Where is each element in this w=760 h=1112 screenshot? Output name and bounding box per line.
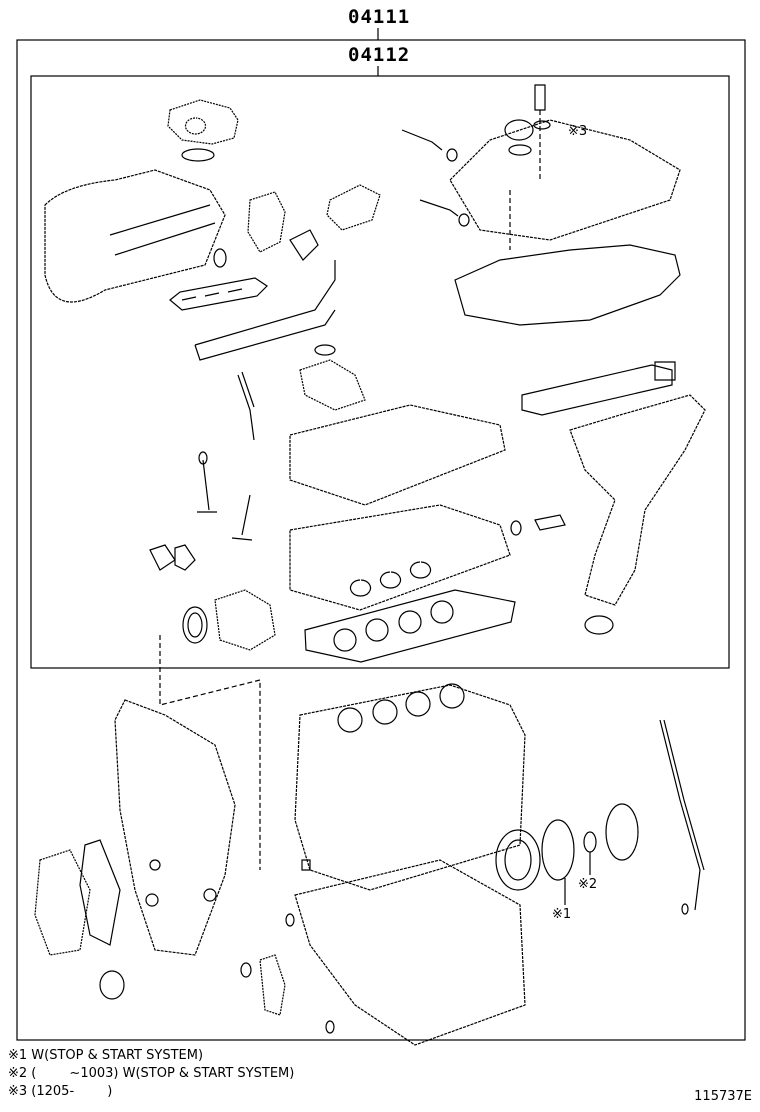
note-1: ※1 W(STOP & START SYSTEM): [8, 1048, 204, 1063]
injector: [237, 371, 255, 441]
exhaust-valve: [231, 494, 253, 541]
bore-3: [398, 610, 422, 634]
front-crank-seal: [182, 606, 208, 644]
vvt-oring-1: [446, 148, 458, 162]
block-bore-3: [405, 691, 431, 717]
note-3: ※3 (1205- ): [8, 1084, 113, 1099]
egr-bracket: [326, 184, 381, 231]
drain-plug-gasket: [325, 1020, 335, 1034]
throttle-body: [167, 99, 239, 145]
inner-kit-frame: [30, 75, 730, 669]
valve-stem-seal: [198, 451, 208, 465]
cylinder-head: [289, 504, 511, 611]
timing-cover-dash: [159, 635, 261, 870]
cylinder-block: [294, 684, 526, 891]
figure-id: 115737E: [694, 1089, 752, 1104]
drive-plate: [605, 803, 639, 861]
bolt-washer: [533, 120, 551, 130]
temp-sensor-gasket: [510, 520, 522, 536]
cap-gasket: [508, 144, 532, 156]
water-pump: [34, 849, 91, 956]
vvt-sensor-1: [401, 129, 443, 151]
oil-strainer: [259, 954, 286, 1016]
oil-filler-cap: [504, 119, 534, 141]
intake-runners: [109, 204, 216, 256]
block-bore-4: [439, 683, 465, 709]
exhaust-manifold: [569, 394, 706, 606]
oil-pan: [294, 859, 526, 1046]
cover-hole-2: [203, 888, 217, 902]
bracket-a: [247, 191, 286, 253]
callout-3-label: ※3: [568, 124, 587, 139]
rear-crank-seal-small: [99, 970, 125, 1000]
cylinder-head-ports: [349, 561, 432, 597]
vvt-oring-2: [458, 213, 470, 227]
rear-oil-seal-inner: [504, 839, 532, 881]
intake-valve: [197, 459, 217, 513]
inner-kit-label: 04112: [348, 44, 411, 66]
intake-manifold: [44, 169, 226, 303]
temp-sensor: [534, 514, 566, 531]
outer-kit-label: 04111: [348, 6, 411, 28]
block-bore-2: [372, 699, 398, 725]
block-bore-1: [337, 707, 363, 733]
oil-pump-housing: [214, 589, 276, 651]
vvt-sensor-2: [419, 199, 459, 217]
water-inlet: [149, 544, 176, 571]
cylinder-head-gasket: [304, 589, 516, 663]
cover-hole-3: [145, 893, 159, 907]
intake-bolt-gasket: [213, 248, 227, 268]
oil-pan-seal: [285, 913, 295, 927]
oil-level-gauge: [659, 719, 705, 911]
bore-1: [333, 628, 357, 652]
ocv-gasket: [314, 344, 336, 356]
outer-kit-frame: [16, 39, 746, 1041]
bore-4: [430, 600, 454, 624]
bracket-b: [289, 229, 319, 261]
head-cover-gasket: [454, 244, 681, 326]
timing-chain-cover: [114, 699, 236, 956]
block-plug: [301, 859, 311, 871]
cover-bolt: [534, 84, 546, 111]
bore-2: [365, 618, 389, 642]
exhaust-gasket-2: [654, 361, 676, 381]
exhaust-pipe-gasket: [584, 615, 614, 635]
strainer-gasket: [240, 962, 252, 978]
throttle-gasket: [181, 148, 215, 162]
front-crank-seal-inner: [187, 612, 203, 638]
retainer-oring: [583, 831, 597, 853]
oil-control-valve: [299, 359, 366, 411]
callout-2-label: ※2: [578, 877, 597, 892]
gauge-oring: [681, 903, 689, 915]
rear-oil-seal: [495, 829, 541, 891]
note-2: ※2 ( ~1003) W(STOP & START SYSTEM): [8, 1066, 295, 1081]
water-inlet-gasket: [174, 544, 196, 571]
camshaft-housing: [289, 404, 506, 506]
intake-gasket: [169, 277, 268, 311]
rear-seal-retainer: [541, 819, 575, 881]
cylinder-head-cover: [449, 119, 681, 241]
fuel-rail: [194, 260, 336, 361]
callout-1-label: ※1: [552, 907, 571, 922]
exhaust-manifold-gasket: [521, 364, 673, 416]
water-pump-gasket: [79, 839, 121, 946]
cover-hole-1: [149, 859, 161, 871]
